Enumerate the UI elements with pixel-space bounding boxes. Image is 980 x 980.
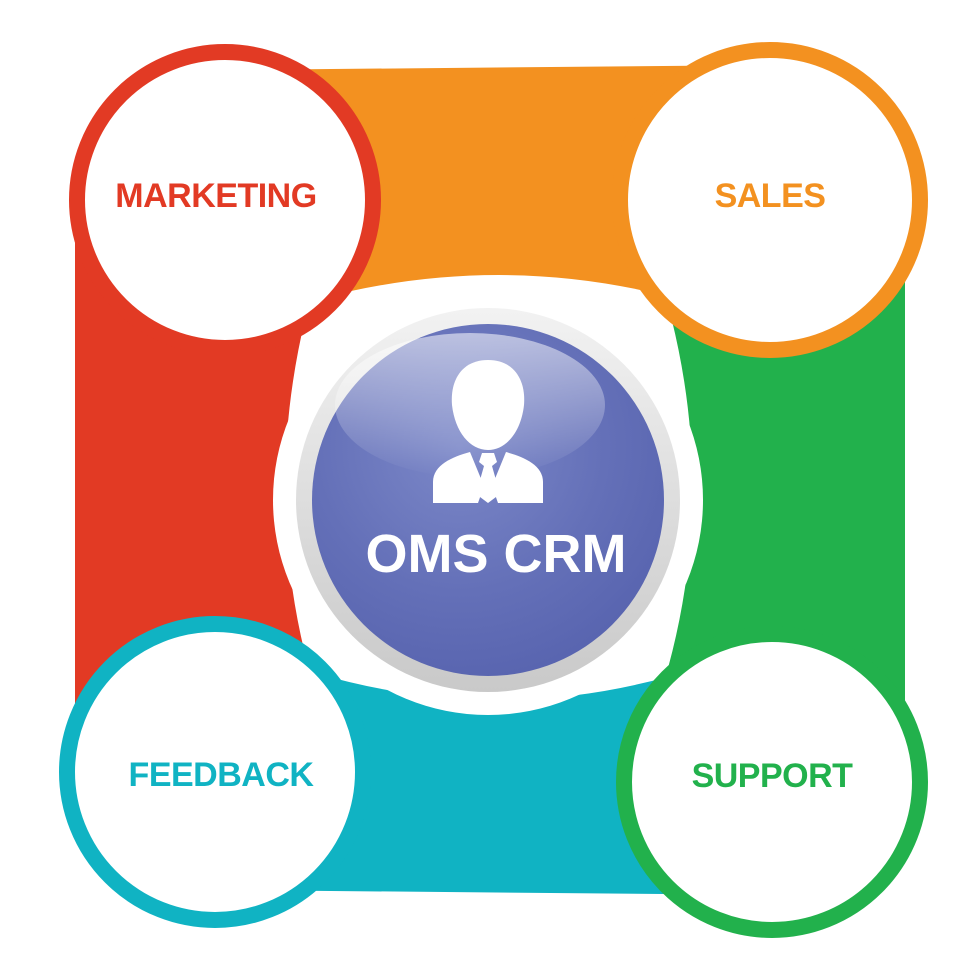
node-feedback: FEEDBACK — [59, 616, 371, 928]
node-sales-circle — [612, 42, 928, 358]
node-support-label: SUPPORT — [692, 757, 854, 795]
node-support-circle — [616, 626, 928, 938]
node-support: SUPPORT — [616, 626, 928, 938]
node-marketing: MARKETING — [69, 44, 381, 356]
node-feedback-circle — [59, 616, 371, 928]
node-marketing-circle — [69, 44, 381, 356]
node-feedback-label: FEEDBACK — [129, 756, 315, 794]
center-hub: OMS CRM — [296, 308, 680, 692]
node-sales-label: SALES — [715, 177, 826, 215]
center-label: OMS CRM — [366, 524, 627, 584]
node-marketing-label: MARKETING — [115, 177, 316, 215]
businessman-icon — [433, 360, 543, 503]
node-sales: SALES — [612, 42, 928, 358]
